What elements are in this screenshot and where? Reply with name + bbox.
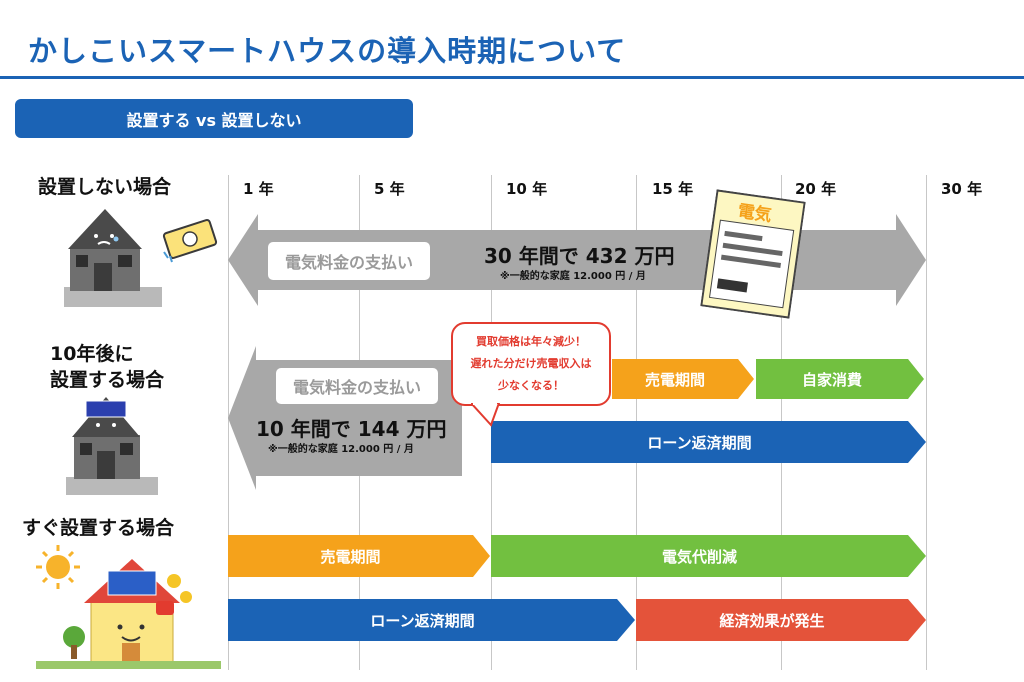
loan-period-bar-later: ローン返済期間: [647, 433, 752, 452]
callout-line-3: 少なくなる！: [498, 379, 564, 392]
callout-line-1: 買取価格は年々減少！: [476, 335, 586, 348]
price-decrease-callout: 買取価格は年々減少！ 遅れた分だけ売電収入は 少なくなる！: [451, 322, 611, 406]
year-label-5: 5 年: [374, 180, 405, 198]
house-icon: [64, 209, 162, 307]
loan-period-bar-now: ローン返済期間: [370, 611, 475, 630]
page-title: かしこいスマートハウスの導入時期について: [28, 34, 627, 68]
grid-line: [926, 175, 927, 670]
house-solar-icon: [66, 397, 158, 495]
year-label-30: 30 年: [941, 180, 983, 198]
total-30y: 30 年間で 432 万円: [484, 244, 675, 268]
self-consumption-bar: 自家消費: [801, 370, 862, 389]
sell-period-bar-later: 売電期間: [644, 370, 705, 389]
sun-icon: [36, 545, 80, 589]
year-label-10: 10 年: [506, 180, 548, 198]
payment-tag-2: 電気料金の支払い: [276, 368, 438, 404]
grid-line: [228, 175, 229, 670]
row-label-now: すぐ設置する場合: [22, 517, 175, 539]
total-10y: 10 年間で 144 万円: [256, 417, 447, 441]
self-bar-shape: [756, 359, 924, 399]
payment-tag-1: 電気料金の支払い: [268, 242, 430, 280]
electric-bill-icon: 電気: [700, 189, 806, 319]
loan-bar-now-shape: [228, 599, 635, 641]
note-30y: ※一般的な家庭 12.000 円 / 月: [500, 271, 646, 282]
callout-tail: [471, 403, 501, 427]
year-label-15: 15 年: [652, 180, 694, 198]
row-label-later-line1: 10年後に: [50, 343, 134, 365]
row-label-later-line2: 設置する場合: [50, 369, 165, 391]
money-icon: [162, 219, 218, 263]
comparison-pill: 設置する vs 設置しない: [15, 99, 413, 138]
note-10y: ※一般的な家庭 12.000 円 / 月: [268, 444, 414, 455]
economic-effect-bar: 経済効果が発生: [719, 611, 825, 630]
bill-title: 電気: [736, 201, 773, 227]
effect-bar-shape: [636, 599, 926, 641]
title-underline: [0, 76, 1024, 79]
bill-reduction-bar: 電気代削減: [661, 547, 737, 566]
callout-line-2: 遅れた分だけ売電収入は: [470, 357, 592, 370]
year-label-1: 1 年: [243, 180, 274, 198]
reduce-bar-shape: [491, 535, 926, 577]
smart-house-icon: [36, 545, 221, 669]
sell-period-bar-now: 売電期間: [320, 547, 381, 566]
sell-bar-later-shape: [612, 359, 754, 399]
year-label-20: 20 年: [795, 180, 837, 198]
row-label-no-install: 設置しない場合: [38, 176, 172, 198]
sell-bar-now-shape: [228, 535, 490, 577]
loan-bar-later-shape: [491, 421, 926, 463]
